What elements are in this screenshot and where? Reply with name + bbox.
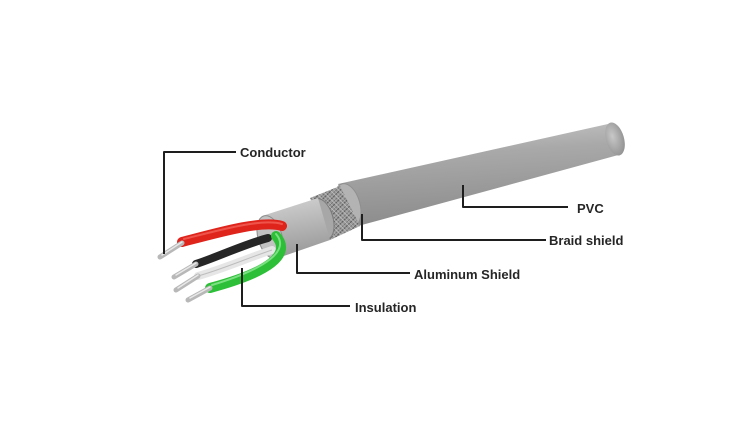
braid-shield-leader-line [361,214,546,241]
pvc-label: PVC [577,201,604,216]
conductors [157,240,213,303]
conductor-leader-line [163,151,236,254]
aluminum-shield-leader-line [296,244,410,274]
aluminum-shield-label: Aluminum Shield [414,267,520,282]
insulation-leader-line [241,268,350,307]
conductor-label: Conductor [240,145,306,160]
insulation-label: Insulation [355,300,416,315]
pvc-leader-line [462,185,568,208]
braid-shield-label: Braid shield [549,233,623,248]
insulated-wires [177,219,287,293]
